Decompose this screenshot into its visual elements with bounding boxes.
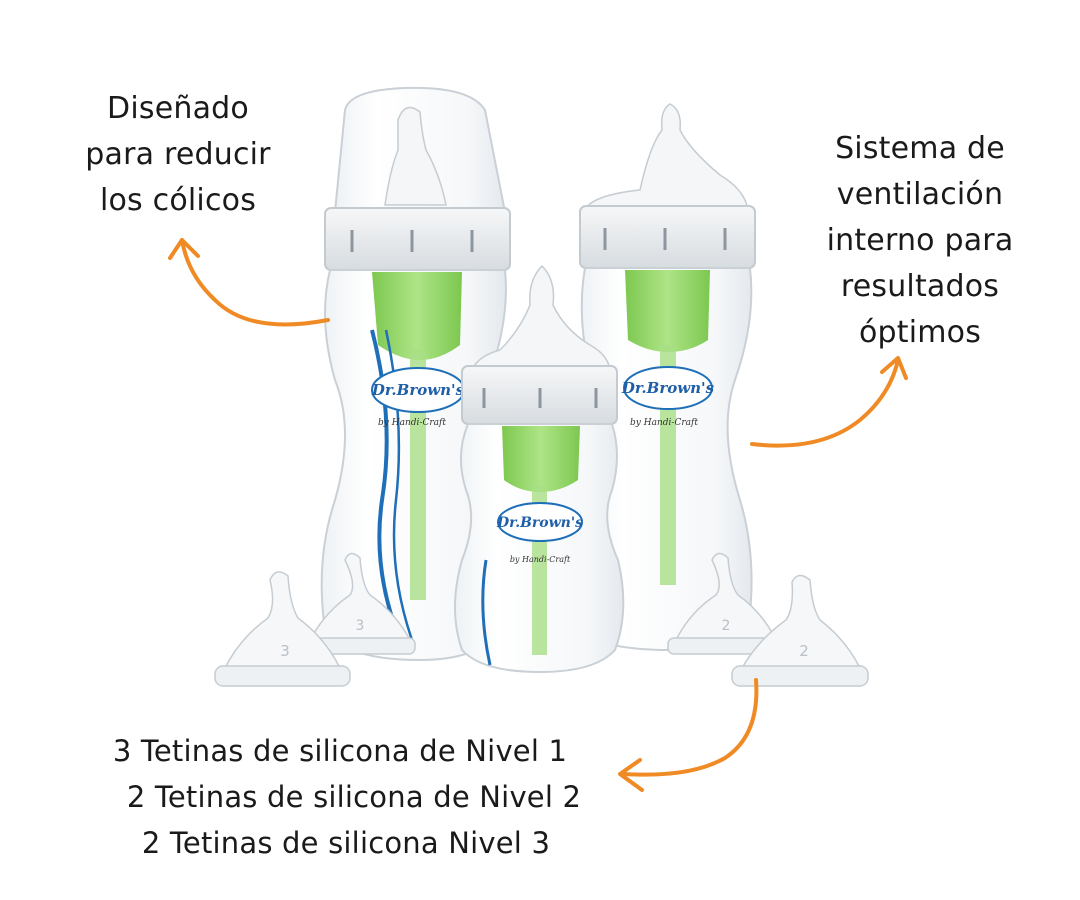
callout-line: 3 Tetinas de silicona de Nivel 1 xyxy=(112,734,568,768)
callout-line: interno para xyxy=(826,223,1014,258)
nipple-right-back: 2 xyxy=(667,552,781,655)
tall-bottle-left: Dr.Brown's by Handi-Craft xyxy=(320,86,511,662)
callout-line: 2 Tetinas de silicona Nivel 3 xyxy=(141,826,551,860)
nipple-level-label: 2 xyxy=(799,642,809,660)
tagline-center: by Handi-Craft xyxy=(510,555,571,564)
callout-line: 2 Tetinas de silicona de Nivel 2 xyxy=(126,780,582,814)
callout-colic-reduction: Diseñado para reducir los cólicos xyxy=(68,86,288,224)
callout-line: para reducir xyxy=(85,137,271,172)
callout-line: ventilación xyxy=(836,177,1004,212)
callout-line: óptimos xyxy=(858,315,982,350)
callout-line: los cólicos xyxy=(99,183,257,218)
tall-bottle-right: Dr.Brown's by Handi-Craft xyxy=(577,103,756,652)
nipple-right-front: 2 xyxy=(731,574,869,687)
callout-ventilation-system: Sistema de ventilación interno para resu… xyxy=(800,126,1040,356)
small-bottle-center: Dr.Brown's by Handi-Craft xyxy=(454,264,625,674)
tagline-left: by Handi-Craft xyxy=(378,418,446,428)
callout-line: resultados xyxy=(840,269,1000,304)
logo-text-left: Dr.Brown's xyxy=(371,381,465,399)
tagline-right: by Handi-Craft xyxy=(630,418,698,428)
logo-text-right: Dr.Brown's xyxy=(621,379,715,397)
logo-text-center: Dr.Brown's xyxy=(496,515,583,531)
callout-line: Diseñado xyxy=(107,91,249,126)
nipple-level-label: 3 xyxy=(280,642,290,660)
callout-silicone-teats: 3 Tetinas de silicona de Nivel 1 2 Tetin… xyxy=(70,728,610,866)
nipple-level-label: 2 xyxy=(722,618,731,634)
nipple-level-label: 3 xyxy=(356,618,365,634)
nipple-left-front: 3 xyxy=(214,571,351,687)
callout-line: Sistema de xyxy=(835,131,1005,166)
nipple-left-back: 3 xyxy=(304,552,416,655)
